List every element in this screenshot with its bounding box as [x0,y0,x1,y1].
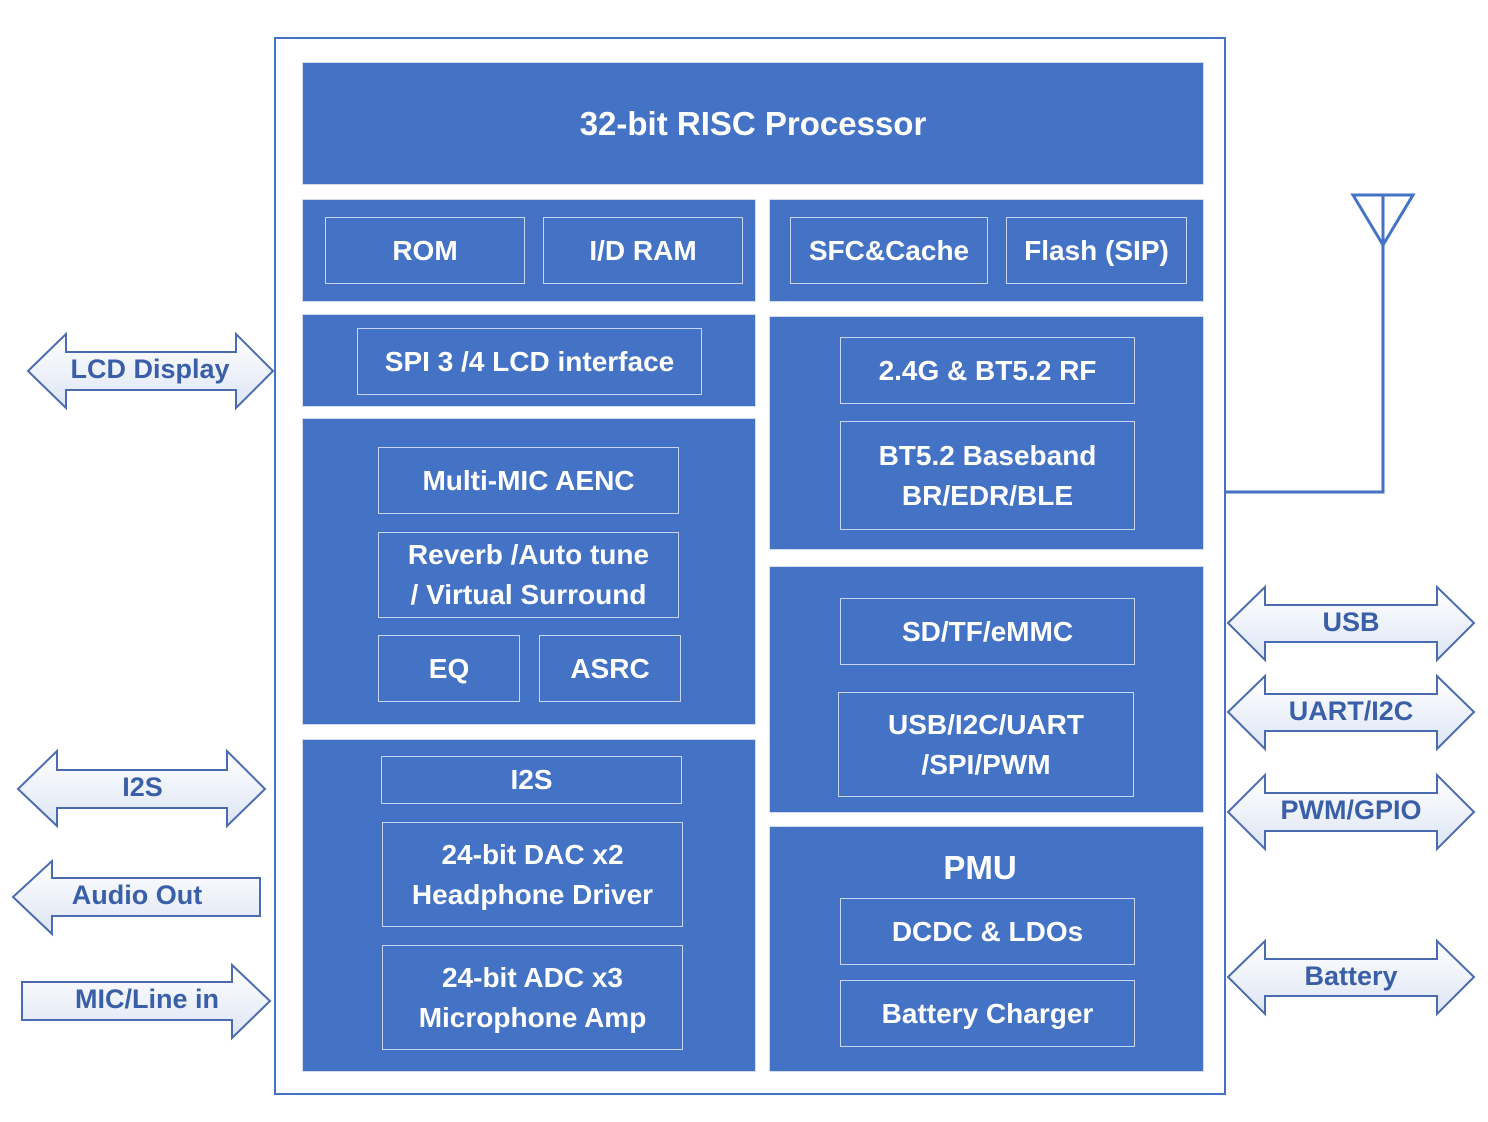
baseband-cell: BT5.2 Baseband BR/EDR/BLE [840,421,1135,530]
lcd-display-label: LCD Display [70,354,230,384]
ram-cell: I/D RAM [543,217,743,284]
i2s-cell: I2S [381,756,682,804]
usb-label: USB [1322,607,1380,637]
lcd-display-arrow [26,331,275,411]
lcd-interface-block: SPI 3 /4 LCD interface [302,314,756,407]
antenna-icon [1226,193,1416,494]
sd-cell: SD/TF/eMMC [840,598,1135,665]
rom-cell: ROM [325,217,525,284]
eq-cell: EQ [378,635,520,702]
lcd-interface-cell: SPI 3 /4 LCD interface [357,328,702,395]
dac-cell: 24-bit DAC x2 Headphone Driver [382,822,683,927]
pmu-title: PMU [943,849,1017,886]
mic-line-in-label: MIC/Line in [75,984,219,1014]
i2s-arrow [16,748,267,829]
audio-dsp-block: Multi-MIC AENC Reverb /Auto tune / Virtu… [302,418,756,725]
storage-block: SFC&Cache Flash (SIP) [769,199,1204,302]
memory-block: ROM I/D RAM [302,199,756,302]
processor-block: 32-bit RISC Processor [302,62,1204,185]
reverb-cell: Reverb /Auto tune / Virtual Surround [378,532,679,618]
bus-cell: USB/I2C/UART /SPI/PWM [838,692,1134,797]
flash-cell: Flash (SIP) [1006,217,1187,284]
battery-arrow [1226,938,1476,1017]
aenc-cell: Multi-MIC AENC [378,447,679,514]
pwm-gpio-label: PWM/GPIO [1280,795,1422,825]
peripherals-block: SD/TF/eMMC USB/I2C/UART /SPI/PWM [769,566,1204,813]
adc-cell: 24-bit ADC x3 Microphone Amp [382,945,683,1050]
battery-label: Battery [1304,961,1398,991]
charger-cell: Battery Charger [840,980,1135,1047]
pmu-block: PMU DCDC & LDOs Battery Charger [769,826,1204,1072]
audio-out-arrow [11,858,261,937]
audio-io-block: I2S 24-bit DAC x2 Headphone Driver 24-bi… [302,739,756,1072]
i2s-left-label: I2S [122,772,163,802]
rf-block: 2.4G & BT5.2 RF BT5.2 Baseband BR/EDR/BL… [769,316,1204,550]
audio-out-label: Audio Out [71,880,203,910]
usb-arrow [1226,584,1476,663]
uart-i2c-label: UART/I2C [1288,696,1414,726]
uart-i2c-arrow [1226,673,1476,752]
processor-label: 32-bit RISC Processor [579,104,927,142]
sfc-cache-cell: SFC&Cache [790,217,988,284]
mic-line-in-arrow [21,962,272,1041]
pwm-gpio-arrow [1226,772,1476,852]
dcdc-cell: DCDC & LDOs [840,898,1135,965]
rf-cell: 2.4G & BT5.2 RF [840,337,1135,404]
asrc-cell: ASRC [539,635,681,702]
